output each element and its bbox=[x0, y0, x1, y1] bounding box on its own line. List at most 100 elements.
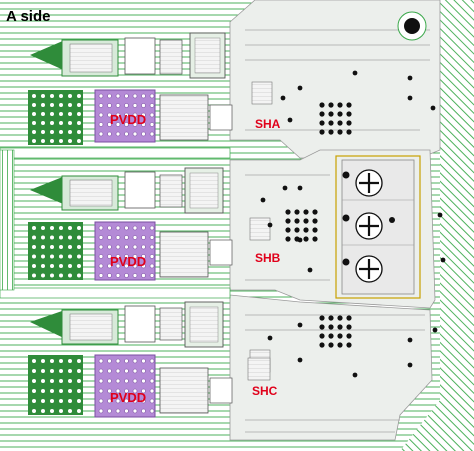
via bbox=[149, 225, 155, 231]
net-pads bbox=[247, 357, 271, 381]
via bbox=[346, 333, 352, 339]
via bbox=[115, 122, 121, 127]
via bbox=[50, 130, 54, 134]
via bbox=[132, 122, 138, 127]
via bbox=[32, 112, 36, 116]
via bbox=[107, 368, 112, 374]
via bbox=[107, 131, 112, 137]
left-copper-strip bbox=[0, 149, 15, 291]
via bbox=[41, 121, 45, 125]
via bbox=[303, 227, 309, 233]
via bbox=[32, 399, 36, 403]
via bbox=[115, 131, 121, 137]
via bbox=[282, 185, 288, 191]
via bbox=[32, 245, 36, 249]
via bbox=[77, 273, 81, 278]
via bbox=[132, 263, 138, 269]
via bbox=[107, 225, 112, 231]
via bbox=[141, 378, 146, 384]
via bbox=[115, 368, 121, 374]
via bbox=[132, 225, 138, 231]
via bbox=[328, 102, 334, 108]
via bbox=[59, 226, 63, 230]
via bbox=[98, 244, 104, 250]
via bbox=[124, 358, 129, 364]
via bbox=[77, 264, 81, 268]
via bbox=[141, 93, 146, 99]
via bbox=[98, 235, 104, 240]
via bbox=[32, 94, 36, 98]
via bbox=[287, 117, 293, 123]
via bbox=[141, 112, 146, 118]
via bbox=[312, 218, 318, 224]
via bbox=[68, 112, 72, 116]
via bbox=[59, 254, 63, 259]
copper-pour-shc bbox=[229, 294, 433, 441]
via bbox=[41, 139, 45, 143]
via bbox=[312, 227, 318, 233]
via bbox=[107, 112, 112, 118]
via bbox=[59, 389, 63, 393]
via bbox=[98, 388, 104, 394]
via bbox=[328, 324, 334, 330]
via bbox=[149, 93, 155, 99]
via bbox=[132, 235, 138, 240]
via bbox=[115, 358, 121, 364]
via bbox=[98, 273, 104, 278]
via bbox=[107, 408, 112, 414]
via bbox=[115, 398, 121, 404]
via bbox=[149, 103, 155, 108]
via bbox=[328, 120, 334, 126]
via bbox=[337, 102, 343, 108]
via bbox=[77, 254, 81, 259]
via bbox=[141, 244, 146, 250]
via bbox=[294, 227, 300, 233]
via bbox=[312, 209, 318, 215]
via bbox=[68, 359, 72, 363]
screw-terminal-1 bbox=[355, 169, 383, 197]
via bbox=[149, 131, 155, 137]
via bbox=[98, 103, 104, 108]
via bbox=[303, 236, 309, 242]
channel-b bbox=[28, 167, 271, 281]
via bbox=[68, 369, 72, 373]
via bbox=[141, 368, 146, 374]
via bbox=[107, 93, 112, 99]
via bbox=[59, 235, 63, 240]
green-gate-trace-c bbox=[30, 310, 68, 340]
via bbox=[297, 322, 303, 328]
via bbox=[312, 236, 318, 242]
via bbox=[98, 358, 104, 364]
via bbox=[132, 273, 138, 278]
via bbox=[68, 389, 72, 393]
via bbox=[319, 333, 325, 339]
via bbox=[77, 409, 81, 413]
via bbox=[346, 324, 352, 330]
via bbox=[307, 267, 313, 273]
via bbox=[41, 264, 45, 268]
via bbox=[32, 254, 36, 259]
via bbox=[32, 273, 36, 278]
via bbox=[59, 359, 63, 363]
via bbox=[149, 358, 155, 364]
via bbox=[297, 185, 303, 191]
via bbox=[346, 129, 352, 135]
via bbox=[68, 139, 72, 143]
channel-separators bbox=[0, 147, 231, 299]
via bbox=[41, 112, 45, 116]
green-gate-trace-b bbox=[30, 176, 68, 206]
via bbox=[98, 263, 104, 269]
via bbox=[98, 122, 104, 127]
via bbox=[141, 398, 146, 404]
via bbox=[294, 218, 300, 224]
via bbox=[319, 102, 325, 108]
via bbox=[407, 75, 413, 81]
via bbox=[77, 379, 81, 383]
via bbox=[107, 273, 112, 278]
via bbox=[346, 102, 352, 108]
via bbox=[328, 111, 334, 117]
via bbox=[107, 122, 112, 127]
via bbox=[59, 112, 63, 116]
via bbox=[124, 103, 129, 108]
